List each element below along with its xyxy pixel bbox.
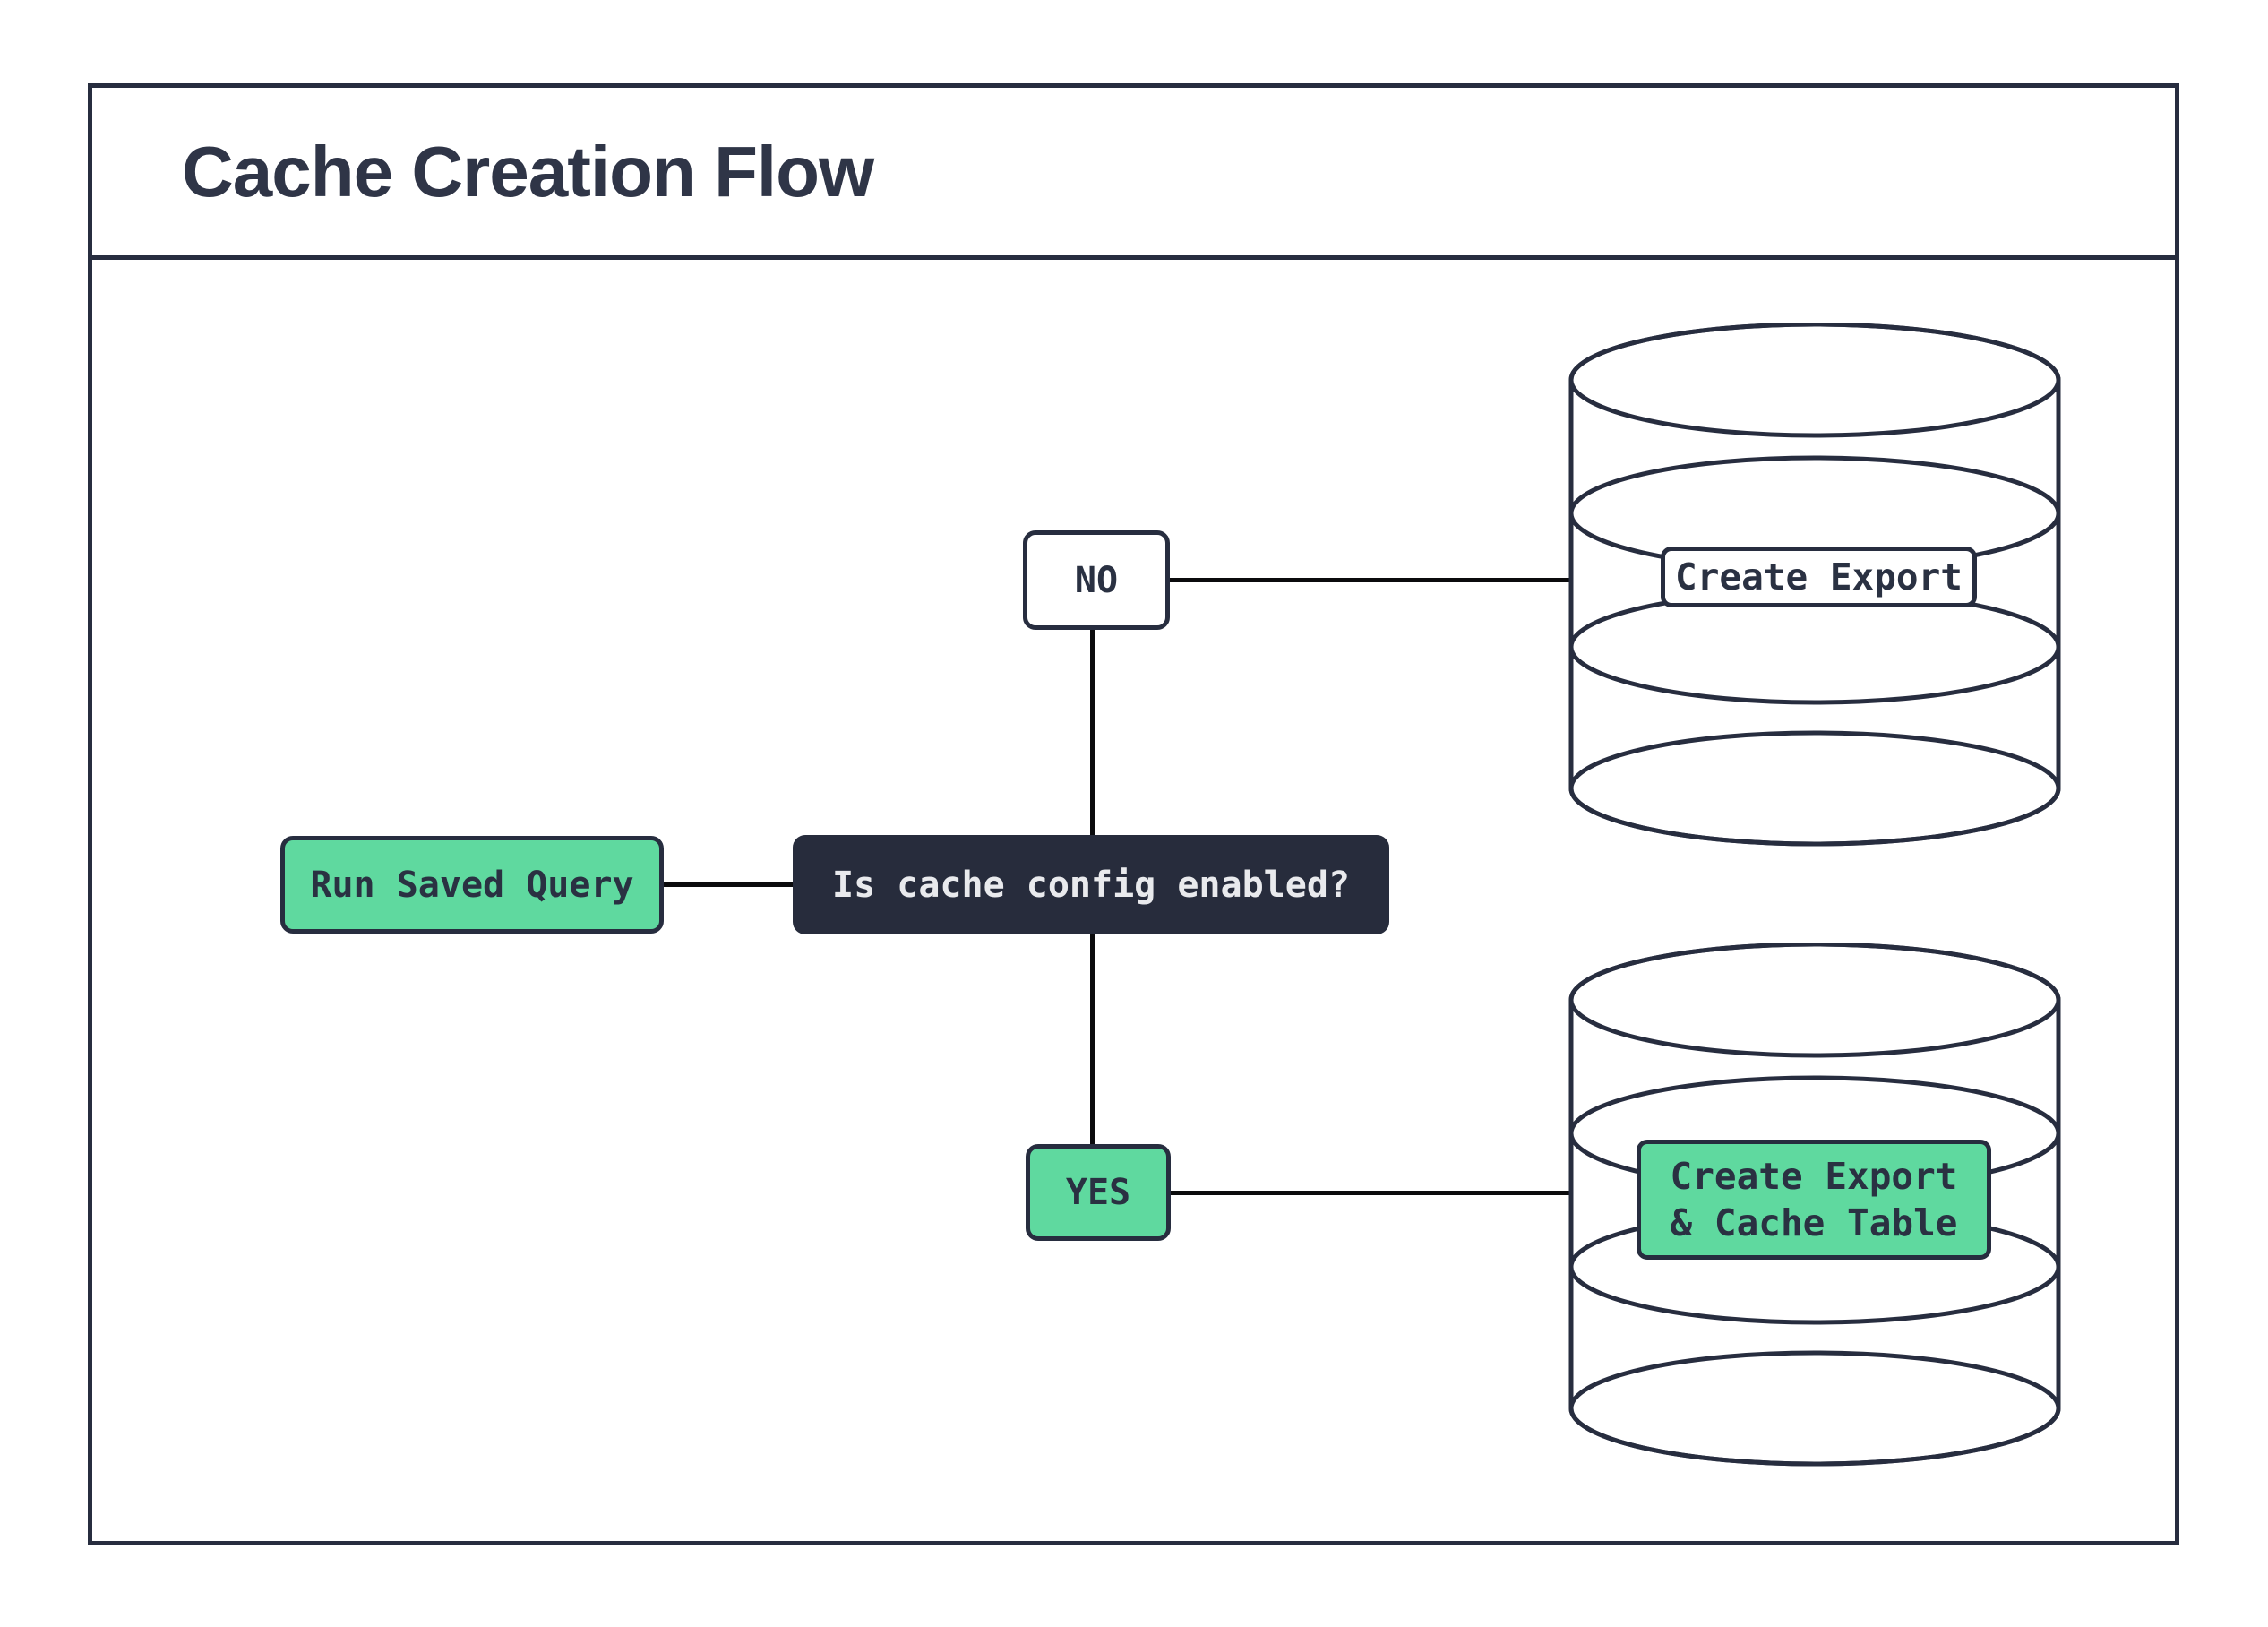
connector-decision-to-yes <box>1090 932 1095 1147</box>
label-create-export-cache-line2: & Cache Table <box>1670 1201 1958 1244</box>
node-run-saved-query-label: Run Saved Query <box>310 864 634 906</box>
node-cache-config-decision: Is cache config enabled? <box>793 835 1389 934</box>
node-yes-branch: YES <box>1026 1144 1171 1241</box>
connector-yes-to-database <box>1170 1191 1569 1195</box>
diagram-header: Cache Creation Flow <box>92 88 2175 260</box>
page-title: Cache Creation Flow <box>182 131 874 211</box>
connector-decision-to-no <box>1090 627 1095 838</box>
node-no-branch: NO <box>1023 530 1170 630</box>
connector-no-to-database <box>1169 578 1570 582</box>
label-create-export-text: Create Export <box>1675 555 1963 598</box>
connector-start-to-decision <box>664 882 795 887</box>
node-yes-branch-label: YES <box>1065 1172 1131 1213</box>
label-create-export-cache-table: Create Export & Cache Table <box>1637 1140 1991 1260</box>
label-create-export: Create Export <box>1661 547 1977 607</box>
node-no-branch-label: NO <box>1074 559 1119 601</box>
node-cache-config-decision-label: Is cache config enabled? <box>832 864 1350 906</box>
label-create-export-cache-line1: Create Export <box>1670 1154 1958 1198</box>
node-run-saved-query: Run Saved Query <box>280 836 664 934</box>
